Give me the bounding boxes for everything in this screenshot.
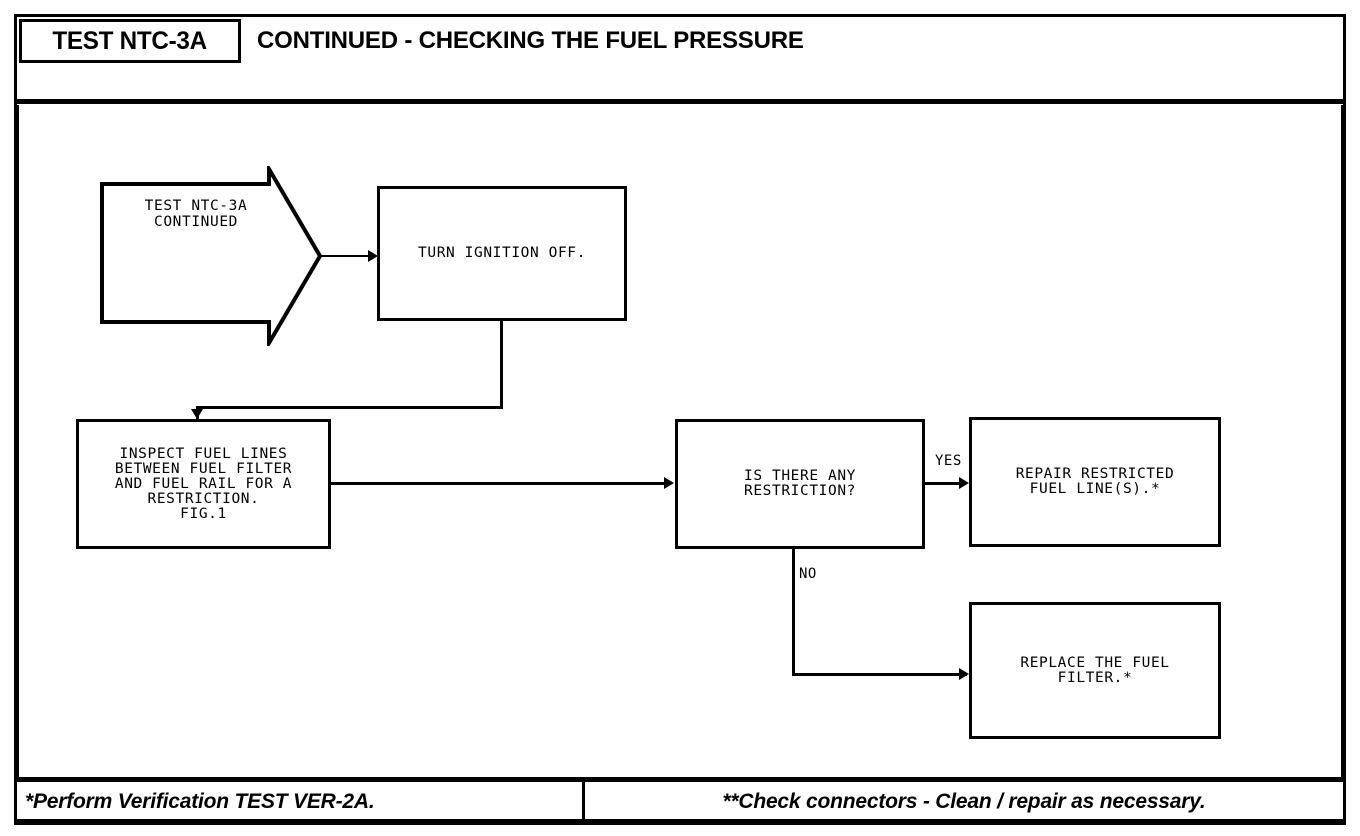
footer-right-note: **Check connectors - Clean / repair as n… [722,790,1206,813]
footer-left-note: *Perform Verification TEST VER-2A. [25,790,375,813]
edge-label-no: NO [798,566,818,582]
node-start-arrow: TEST NTC-3A CONTINUED [99,161,323,351]
node-turn-ignition-off: TURN IGNITION OFF. [377,186,627,321]
connector-start-to-ignition [321,255,371,257]
diagram-canvas [17,105,1343,777]
arrowhead-into-inspect [191,409,203,419]
arrowhead-start-to-ignition [368,250,378,262]
footer: *Perform Verification TEST VER-2A. **Che… [17,782,1343,822]
node-start-arrow-label: TEST NTC-3A CONTINUED [144,198,248,230]
node-is-there-restriction-label: IS THERE ANY RESTRICTION? [744,468,856,499]
node-is-there-restriction: IS THERE ANY RESTRICTION? [675,419,925,549]
start-arrow-icon [100,161,323,351]
arrowhead-decision-yes [959,477,969,489]
footer-left-cell: *Perform Verification TEST VER-2A. [17,782,585,822]
node-inspect-fuel-lines-label: INSPECT FUEL LINES BETWEEN FUEL FILTER A… [114,445,293,522]
arrowhead-decision-no [959,668,969,680]
test-id-label: TEST NTC-3A [52,26,208,55]
test-id-box: TEST NTC-3A [19,19,241,63]
footer-divider [14,777,1346,782]
connector-inspect-to-decision [331,482,669,485]
node-repair-restricted-line: REPAIR RESTRICTED FUEL LINE(S).* [969,417,1221,547]
edge-label-yes: YES [934,453,963,469]
connector-ignition-left [196,406,503,409]
footer-bottom-divider [14,822,1346,825]
node-repair-restricted-line-label: REPAIR RESTRICTED FUEL LINE(S).* [1015,466,1175,497]
node-replace-fuel-filter-label: REPLACE THE FUEL FILTER.* [1020,654,1170,686]
footer-right-cell: **Check connectors - Clean / repair as n… [585,782,1343,822]
header-divider [14,99,1346,104]
connector-decision-no-down [792,549,795,676]
page-border [14,14,1346,822]
page-title: CONTINUED - CHECKING THE FUEL PRESSURE [257,27,804,54]
header: TEST NTC-3A CONTINUED - CHECKING THE FUE… [17,17,1343,101]
connector-decision-yes [925,482,965,485]
connector-decision-no-right [792,673,967,676]
arrowhead-inspect-to-decision [664,477,674,489]
node-replace-fuel-filter: REPLACE THE FUEL FILTER.* [969,602,1221,739]
node-turn-ignition-off-label: TURN IGNITION OFF. [418,245,586,261]
connector-ignition-down [500,321,503,408]
node-inspect-fuel-lines: INSPECT FUEL LINES BETWEEN FUEL FILTER A… [76,419,331,549]
